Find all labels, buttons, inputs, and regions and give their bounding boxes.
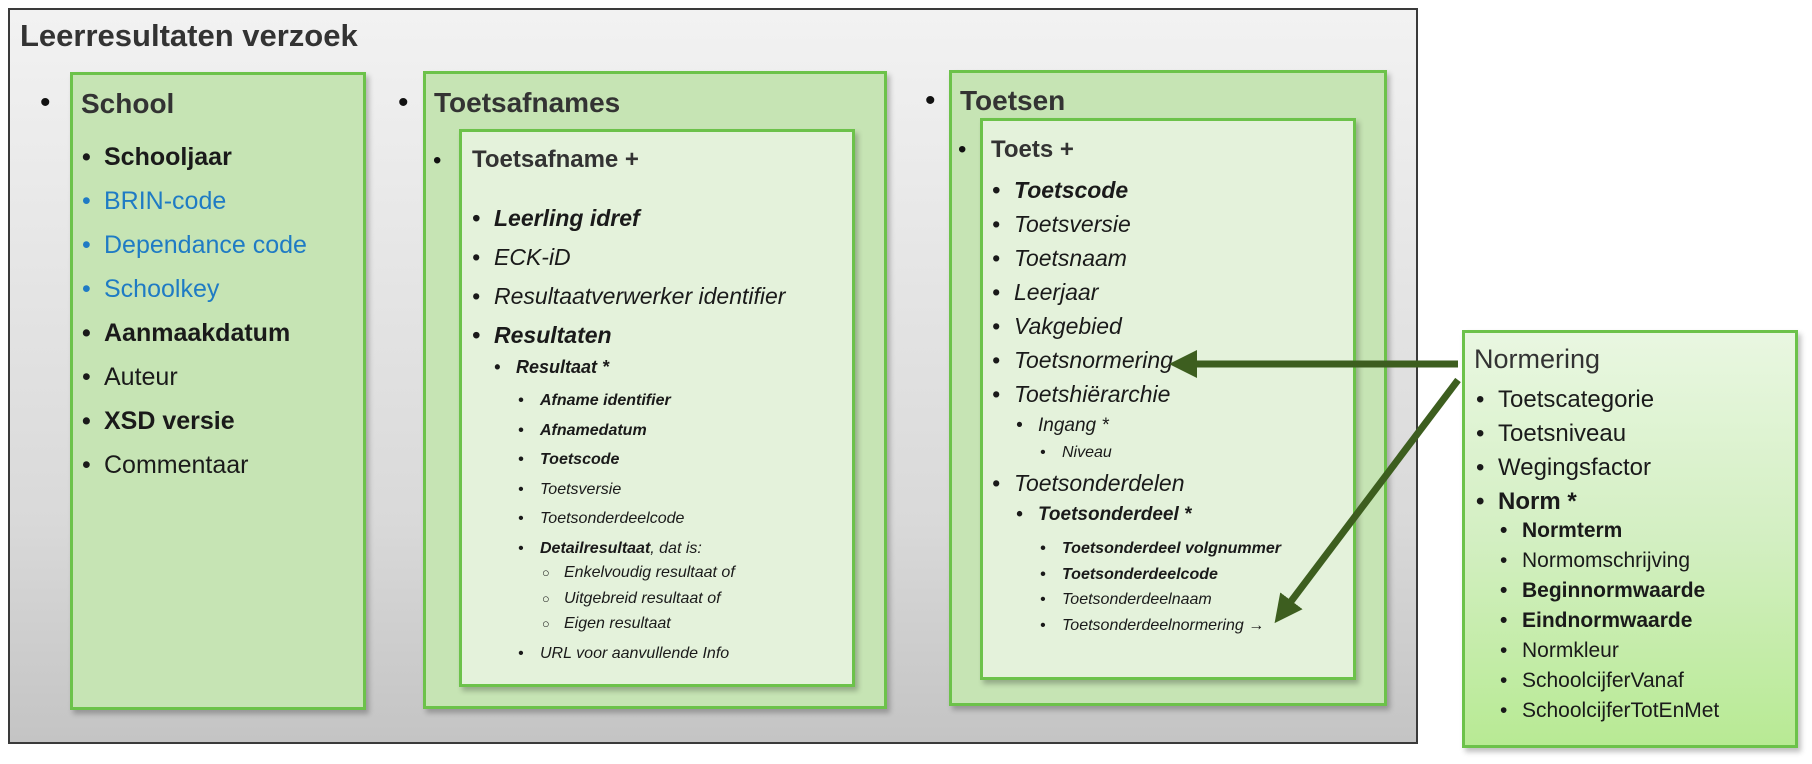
norm-item: SchoolcijferVanaf [1500, 666, 1719, 696]
detailresultaat-suffix: , dat is: [650, 539, 702, 557]
detail-option: Uitgebreid resultaat of [542, 586, 735, 612]
toetsafname-item: ECK-iD [472, 238, 785, 277]
norm-item: Eindnormwaarde [1500, 606, 1719, 636]
detail-option: Eigen resultaat [542, 611, 735, 637]
niveau-item: Niveau [1040, 441, 1112, 465]
toets-item: Toetsnaam [992, 241, 1202, 275]
onderdelen-list: Toetsonderdelen [992, 466, 1185, 500]
norm-item: SchoolcijferTotEnMet [1500, 696, 1719, 726]
toetsafname-bullet: • [433, 147, 442, 174]
resultaat-sub-item: Toetsonderdeelcode [518, 504, 702, 534]
toetsonderdeel-list: Toetsonderdeel * [1016, 502, 1191, 528]
toetsonderdeel-field: Toetsonderdeelcode [1040, 562, 1281, 588]
resultaat-sub-item: Toetscode [518, 445, 702, 475]
school-field-list: Schooljaar BRIN-code Dependance code Sch… [82, 135, 307, 487]
toetsonderdeel-field: Toetsonderdeel volgnummer [1040, 536, 1281, 562]
norm-item: Beginnormwaarde [1500, 576, 1719, 606]
normering-field-list: Toetscategorie Toetsniveau Wegingsfactor… [1476, 383, 1654, 519]
toetsafname-field-list: Leerling idref ECK-iD Resultaatverwerker… [472, 199, 785, 355]
resultaat-sub-item: Toetsversie [518, 475, 702, 505]
school-item: Dependance code [82, 223, 307, 267]
school-item: BRIN-code [82, 179, 307, 223]
resultaat-list: Resultaat * [494, 353, 609, 381]
ingang-item: Ingang * [1016, 413, 1109, 439]
school-item: XSD versie [82, 399, 307, 443]
toets-item: Vakgebied [992, 309, 1202, 343]
outer-title: Leerresultaten verzoek [20, 18, 358, 53]
toetsonderdeel-field: Toetsonderdeelnaam [1040, 587, 1281, 613]
resultaat-item: Resultaat * [494, 353, 609, 381]
normering-item: Toetscategorie [1476, 383, 1654, 417]
niveau-list: Niveau [1040, 441, 1112, 465]
school-item: Schoolkey [82, 267, 307, 311]
norm-item: Normkleur [1500, 636, 1719, 666]
school-bullet: • [40, 86, 51, 119]
detail-option: Enkelvoudig resultaat of [542, 560, 735, 586]
toets-bullet: • [958, 136, 967, 163]
toets-item: Toetscode [992, 173, 1202, 207]
resultaat-sub-item: Afname identifier [518, 386, 702, 416]
norm-item: Normterm [1500, 516, 1719, 546]
school-item: Commentaar [82, 443, 307, 487]
toetsafname-item: Leerling idref [472, 199, 785, 238]
url-list: URL voor aanvullende Info [518, 642, 729, 666]
school-item: Auteur [82, 355, 307, 399]
toets-item: Leerjaar [992, 275, 1202, 309]
toetsonderdelen-item: Toetsonderdelen [992, 466, 1185, 500]
toetsafnames-title: Toetsafnames [434, 87, 621, 118]
url-item: URL voor aanvullende Info [518, 642, 729, 666]
normering-item: Norm * [1476, 485, 1654, 519]
school-item: Schooljaar [82, 135, 307, 179]
norm-field-list: Normterm Normomschrijving Beginnormwaard… [1500, 516, 1719, 726]
detailresultaat-label: Detailresultaat [540, 539, 651, 557]
toetsafname-title: Toetsafname + [472, 146, 639, 173]
toetsen-bullet: • [925, 84, 936, 117]
detail-option-list: Enkelvoudig resultaat of Uitgebreid resu… [542, 560, 735, 637]
toets-item: Toetsversie [992, 207, 1202, 241]
toetsen-title: Toetsen [960, 85, 1066, 116]
resultaat-sub-list: Afname identifier Afnamedatum Toetscode … [518, 386, 702, 563]
normering-title: Normering [1474, 344, 1601, 374]
normering-item: Toetsniveau [1476, 417, 1654, 451]
toetsafname-item: Resultaatverwerker identifier [472, 277, 785, 316]
toetsafname-item: Resultaten [472, 316, 785, 355]
school-title: School [81, 88, 175, 119]
school-item: Aanmaakdatum [82, 311, 307, 355]
norm-item: Normomschrijving [1500, 546, 1719, 576]
toetsafnames-bullet: • [398, 86, 409, 119]
ingang-list: Ingang * [1016, 413, 1109, 439]
resultaat-sub-item: Afnamedatum [518, 416, 702, 446]
arrow-normering-to-toetsonderdeelnormering [1274, 377, 1461, 624]
toets-title: Toets + [991, 136, 1074, 163]
detailresultaat-item: Detailresultaat, dat is: [518, 534, 702, 564]
normering-item: Wegingsfactor [1476, 451, 1654, 485]
toetsonderdeel-item: Toetsonderdeel * [1016, 502, 1191, 528]
toetsonderdeel-field-list: Toetsonderdeel volgnummer Toetsonderdeel… [1040, 536, 1281, 638]
toetsonderdeel-field: Toetsonderdeelnormering → [1040, 613, 1281, 639]
toets-item: Toetshiërarchie [992, 377, 1202, 411]
